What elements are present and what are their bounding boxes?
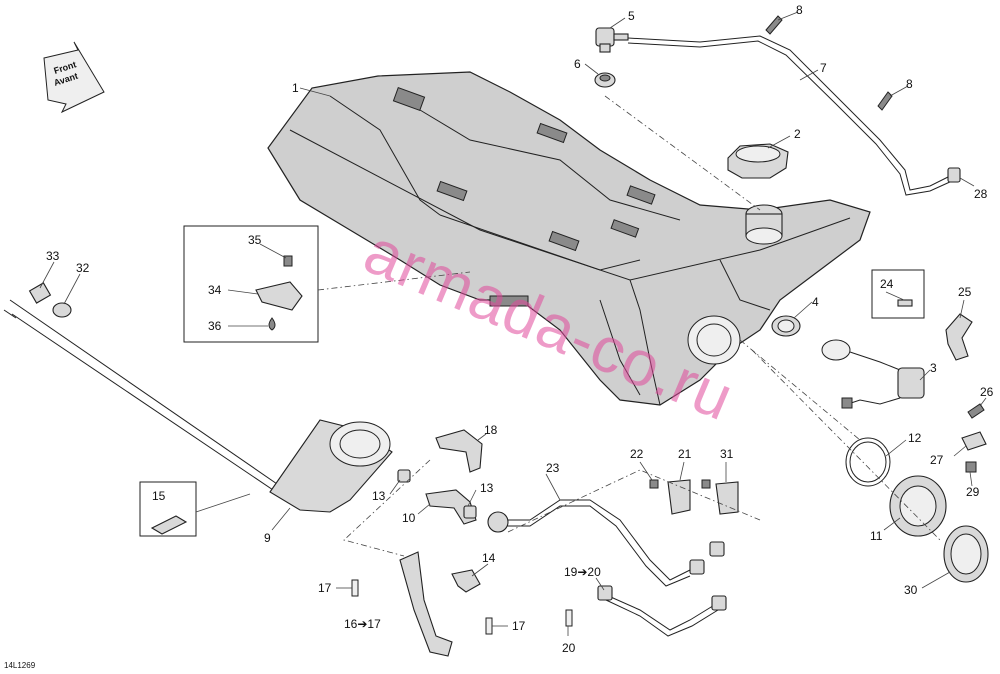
tank-o-ring [845, 437, 891, 487]
front-direction-arrow: Front Avant [43, 41, 105, 114]
callout-6: 6 [574, 57, 581, 71]
fuel-cap [727, 143, 789, 179]
callout-26: 26 [980, 385, 994, 399]
callout-20: 20 [562, 641, 576, 655]
callout-15: 15 [152, 489, 166, 503]
callout-32: 32 [76, 261, 90, 275]
callout-4: 4 [812, 295, 819, 309]
callout-7: 7 [820, 61, 827, 75]
bracket-bolts [649, 479, 711, 489]
vent-hose [627, 35, 961, 196]
fuel-tank [267, 71, 871, 406]
retaining-clamp [943, 525, 989, 583]
drawing-code: 14L1269 [4, 661, 36, 670]
part-callouts: 1 2 3 4 5 6 7 8 8 9 10 11 12 13 13 14 15… [46, 3, 994, 655]
callout-28: 28 [974, 187, 988, 201]
vent-elbow-hose [435, 429, 483, 473]
filler-housing [269, 419, 393, 513]
drain-screw [28, 282, 52, 304]
drain-rod [3, 299, 283, 497]
callout-19: 19➔20 [564, 565, 601, 579]
callout-22: 22 [630, 447, 644, 461]
callout-11: 11 [870, 529, 883, 543]
callout-3: 3 [930, 361, 937, 375]
callout-10: 10 [402, 511, 416, 525]
callout-23: 23 [546, 461, 560, 475]
callout-31: 31 [720, 447, 734, 461]
bracket-left [667, 479, 691, 515]
callout-8-lower: 8 [906, 77, 913, 91]
filter-inset-box [139, 481, 197, 537]
callout-12: 12 [908, 431, 922, 445]
callout-21: 21 [678, 447, 692, 461]
callout-13-right: 13 [480, 481, 494, 495]
harness-clip [967, 403, 985, 419]
hose-clip-upper [765, 15, 783, 35]
callout-36: 36 [208, 319, 222, 333]
callout-5: 5 [628, 9, 635, 23]
fuse-box-inset [871, 269, 925, 319]
alignment-lines [317, 95, 941, 557]
callout-18: 18 [484, 423, 498, 437]
hose-sleeve-left [351, 579, 359, 597]
return-hose-assembly [565, 585, 727, 637]
callout-35: 35 [248, 233, 262, 247]
hose-fitting-right [463, 505, 477, 519]
callout-17-left: 17 [318, 581, 332, 595]
callout-24: 24 [880, 277, 894, 291]
vent-valve [595, 27, 629, 53]
pump-seal-ring [771, 315, 801, 337]
bracket-inset-box [183, 225, 319, 343]
callout-16: 16➔17 [344, 617, 381, 631]
hose-sleeve-right [485, 617, 493, 635]
fuel-hose-main [487, 499, 725, 587]
callout-14: 14 [482, 551, 496, 565]
leader-lines [39, 11, 987, 636]
bracket-right [715, 481, 739, 515]
callout-34: 34 [208, 283, 222, 297]
callout-30: 30 [904, 583, 918, 597]
fuel-pump-module [821, 339, 925, 409]
callout-9: 9 [264, 531, 271, 545]
callout-8-upper: 8 [796, 3, 803, 17]
hose-fitting-left [397, 469, 411, 483]
return-hose [945, 313, 973, 361]
callout-13-left: 13 [372, 489, 386, 503]
bracket-nut [965, 461, 977, 473]
hose-clip-lower [877, 91, 893, 111]
pump-lock-ring [889, 475, 947, 537]
callout-25: 25 [958, 285, 972, 299]
drain-washer [52, 302, 72, 318]
connector-bracket [961, 431, 987, 451]
callout-33: 33 [46, 249, 60, 263]
callout-29: 29 [966, 485, 980, 499]
fuel-supply-hose [399, 551, 453, 657]
callout-1: 1 [292, 81, 299, 95]
callout-17-right: 17 [512, 619, 526, 633]
callout-2: 2 [794, 127, 801, 141]
callout-27: 27 [930, 453, 944, 467]
vent-grommet [594, 72, 616, 88]
